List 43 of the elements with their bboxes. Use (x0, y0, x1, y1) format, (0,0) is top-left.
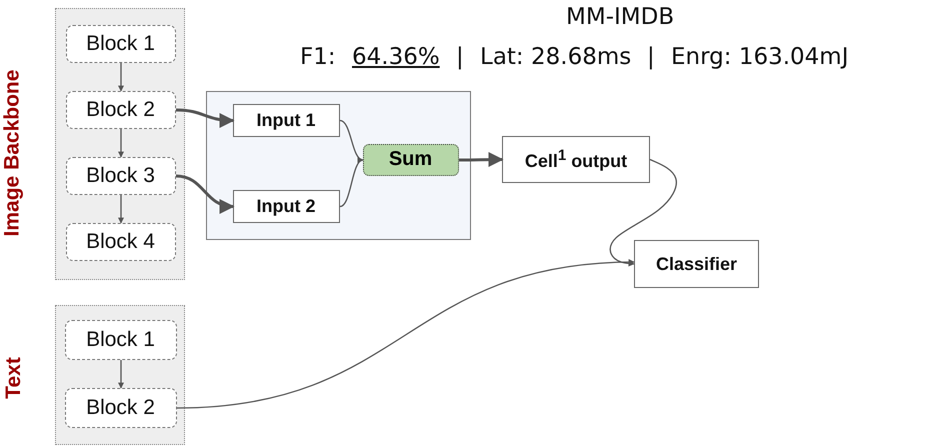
group-label: Image Backbone (0, 70, 24, 236)
node-label: Cell$^{1}$ output (524, 147, 628, 172)
block-box (66, 222, 176, 260)
arrow (340, 158, 364, 208)
node-label: Block 2 (86, 396, 155, 420)
arrow (118, 63, 124, 92)
node-label: Block 4 (86, 230, 155, 254)
node-label: Sum (388, 148, 432, 171)
arrow (340, 120, 364, 162)
node-label: Classifier (656, 254, 738, 274)
node-label: Input 2 (256, 196, 316, 216)
node-label: Input 1 (256, 110, 316, 130)
process-box (232, 190, 340, 222)
group-label: Text (2, 357, 26, 399)
arrow (176, 259, 635, 409)
arrow (118, 129, 124, 158)
cell-panel (206, 91, 471, 240)
process-box (634, 240, 759, 288)
score-value: 64.36% (352, 44, 440, 70)
metric-text: Lat: 28.68ms (480, 44, 632, 70)
arrow (610, 158, 677, 266)
metric-text: | (647, 44, 655, 70)
block-box (66, 156, 176, 194)
arrow (118, 195, 124, 224)
metric-text: Enrg: 163.04mJ (671, 44, 848, 70)
node-label: Block 1 (86, 328, 155, 352)
arrow (176, 174, 234, 213)
metric-text: F1: (300, 44, 336, 70)
arrow (118, 360, 124, 389)
block-box (64, 320, 176, 360)
block-box (64, 388, 176, 428)
block-box (66, 90, 176, 128)
arrow (459, 152, 504, 168)
process-box (232, 104, 340, 136)
sum-box (362, 144, 458, 176)
block-box (66, 24, 176, 62)
process-box (502, 136, 650, 183)
arrow (176, 108, 234, 128)
node-label: Block 2 (86, 98, 155, 122)
metric-text: | (456, 44, 464, 70)
node-label: Block 1 (86, 32, 155, 56)
node-label: Block 3 (86, 164, 155, 188)
title: MM-IMDB (566, 4, 674, 30)
